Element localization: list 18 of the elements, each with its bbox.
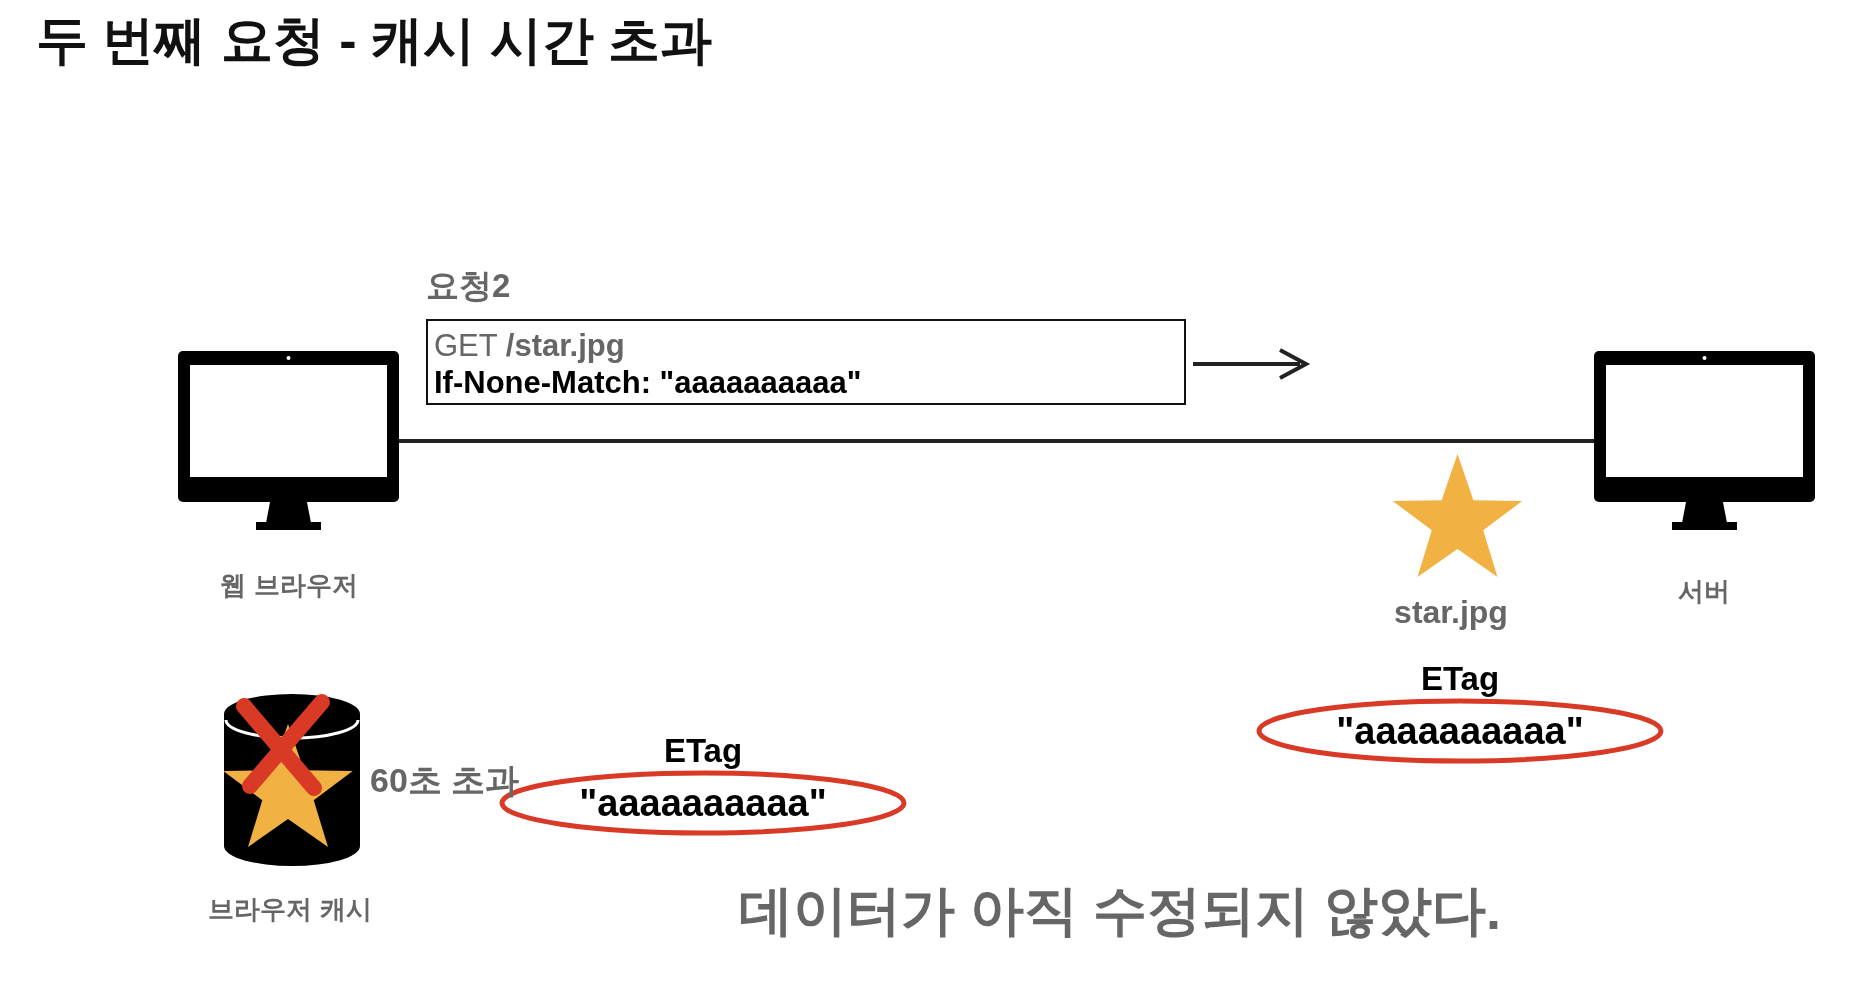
etag-heading: ETag: [662, 732, 744, 770]
monitor-drawing: [178, 351, 399, 531]
note-text: 데이터가 아직 수정되지 않았다.: [739, 879, 1501, 942]
request-line: If-None-Match: "aaaaaaaaaa": [434, 364, 863, 401]
request-heading: 요청2: [426, 266, 512, 306]
cache-drawing: [222, 692, 362, 868]
node-caption: 웹 브라우저: [220, 569, 358, 602]
connector-line: [399, 439, 1594, 443]
etag-oval: "aaaaaaaaaa": [1256, 698, 1664, 764]
star-icon: [1392, 454, 1523, 578]
etag-heading: ETag: [1419, 660, 1501, 698]
request-line: GET /star.jpg: [434, 327, 626, 364]
node-caption: star.jpg: [1394, 594, 1508, 631]
node-caption: 서버: [1678, 575, 1730, 608]
monitor-drawing: [1594, 351, 1815, 531]
node-caption: 브라우저 캐시: [208, 893, 372, 926]
timeout-label: 60초 초과: [370, 760, 520, 801]
diagram-title: 두 번째 요청 - 캐시 시간 초과: [36, 10, 712, 71]
